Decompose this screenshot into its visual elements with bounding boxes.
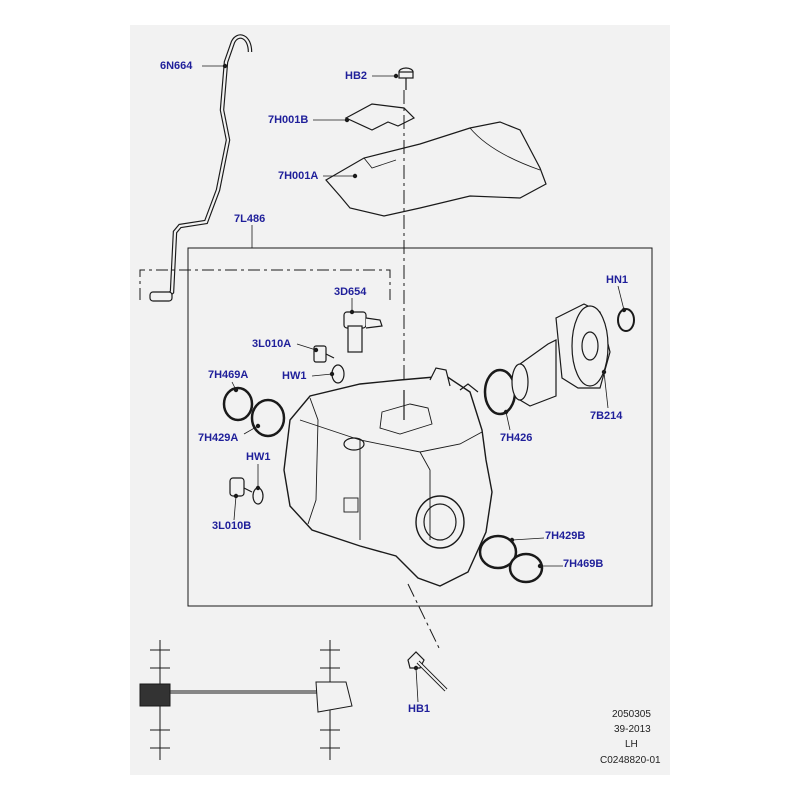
diagram-date: 39-2013 [614,724,651,735]
callout-7h469b: 7H469B [563,558,604,570]
callout-hw1-upper: HW1 [282,370,307,382]
callout-6n664: 6N664 [160,60,193,72]
callout-3d654: 3D654 [334,286,367,298]
callout-7h426: 7H426 [500,432,533,444]
nut-hn1-part [617,308,635,332]
vehicle-locator-diagram [139,640,353,760]
seal-7h426-part [483,368,517,416]
callout-hb2: HB2 [345,70,368,82]
diagram-side: LH [625,739,638,750]
callout-7h001a: 7H001A [278,170,319,182]
callout-hn1: HN1 [606,274,629,286]
assembly-frame [187,247,653,607]
callout-7h429a: 7H429A [198,432,239,444]
callout-7h001b: 7H001B [268,114,309,126]
bolt-hb2-part [398,67,414,90]
diagram-code: 2050305 [612,709,651,720]
seal-7h469b-part [508,552,544,584]
callout-7h429b: 7H429B [545,530,586,542]
seal-7h469a-part [222,386,254,422]
diagram-reference: C0248820-01 [600,755,661,766]
callout-7l486: 7L486 [234,213,266,225]
ring-7h429a-part [250,398,286,438]
washer-hw1-lower-part [252,487,264,505]
leader-lines [202,63,627,703]
ring-7h429b-part [478,534,518,570]
callout-3l010a: 3L010A [252,338,292,350]
callout-7h469a: 7H469A [208,369,249,381]
callout-7b214: 7B214 [590,410,623,422]
callout-hw1-lower: HW1 [246,451,271,463]
breather-pipe-part [149,34,253,302]
output-flange-7b214-part [511,303,611,407]
transfer-case-housing-part [283,367,493,587]
pipe-leader-dashed [139,269,391,300]
plug-3l010b-part [229,477,253,497]
callout-hb1: HB1 [408,703,431,715]
callout-3l010b: 3L010B [212,520,252,532]
bolt-hb1-part [407,651,448,692]
sensor-3d654-part [343,311,383,353]
heat-shield-lower-part [325,121,547,217]
heat-shield-upper-part [344,103,416,131]
